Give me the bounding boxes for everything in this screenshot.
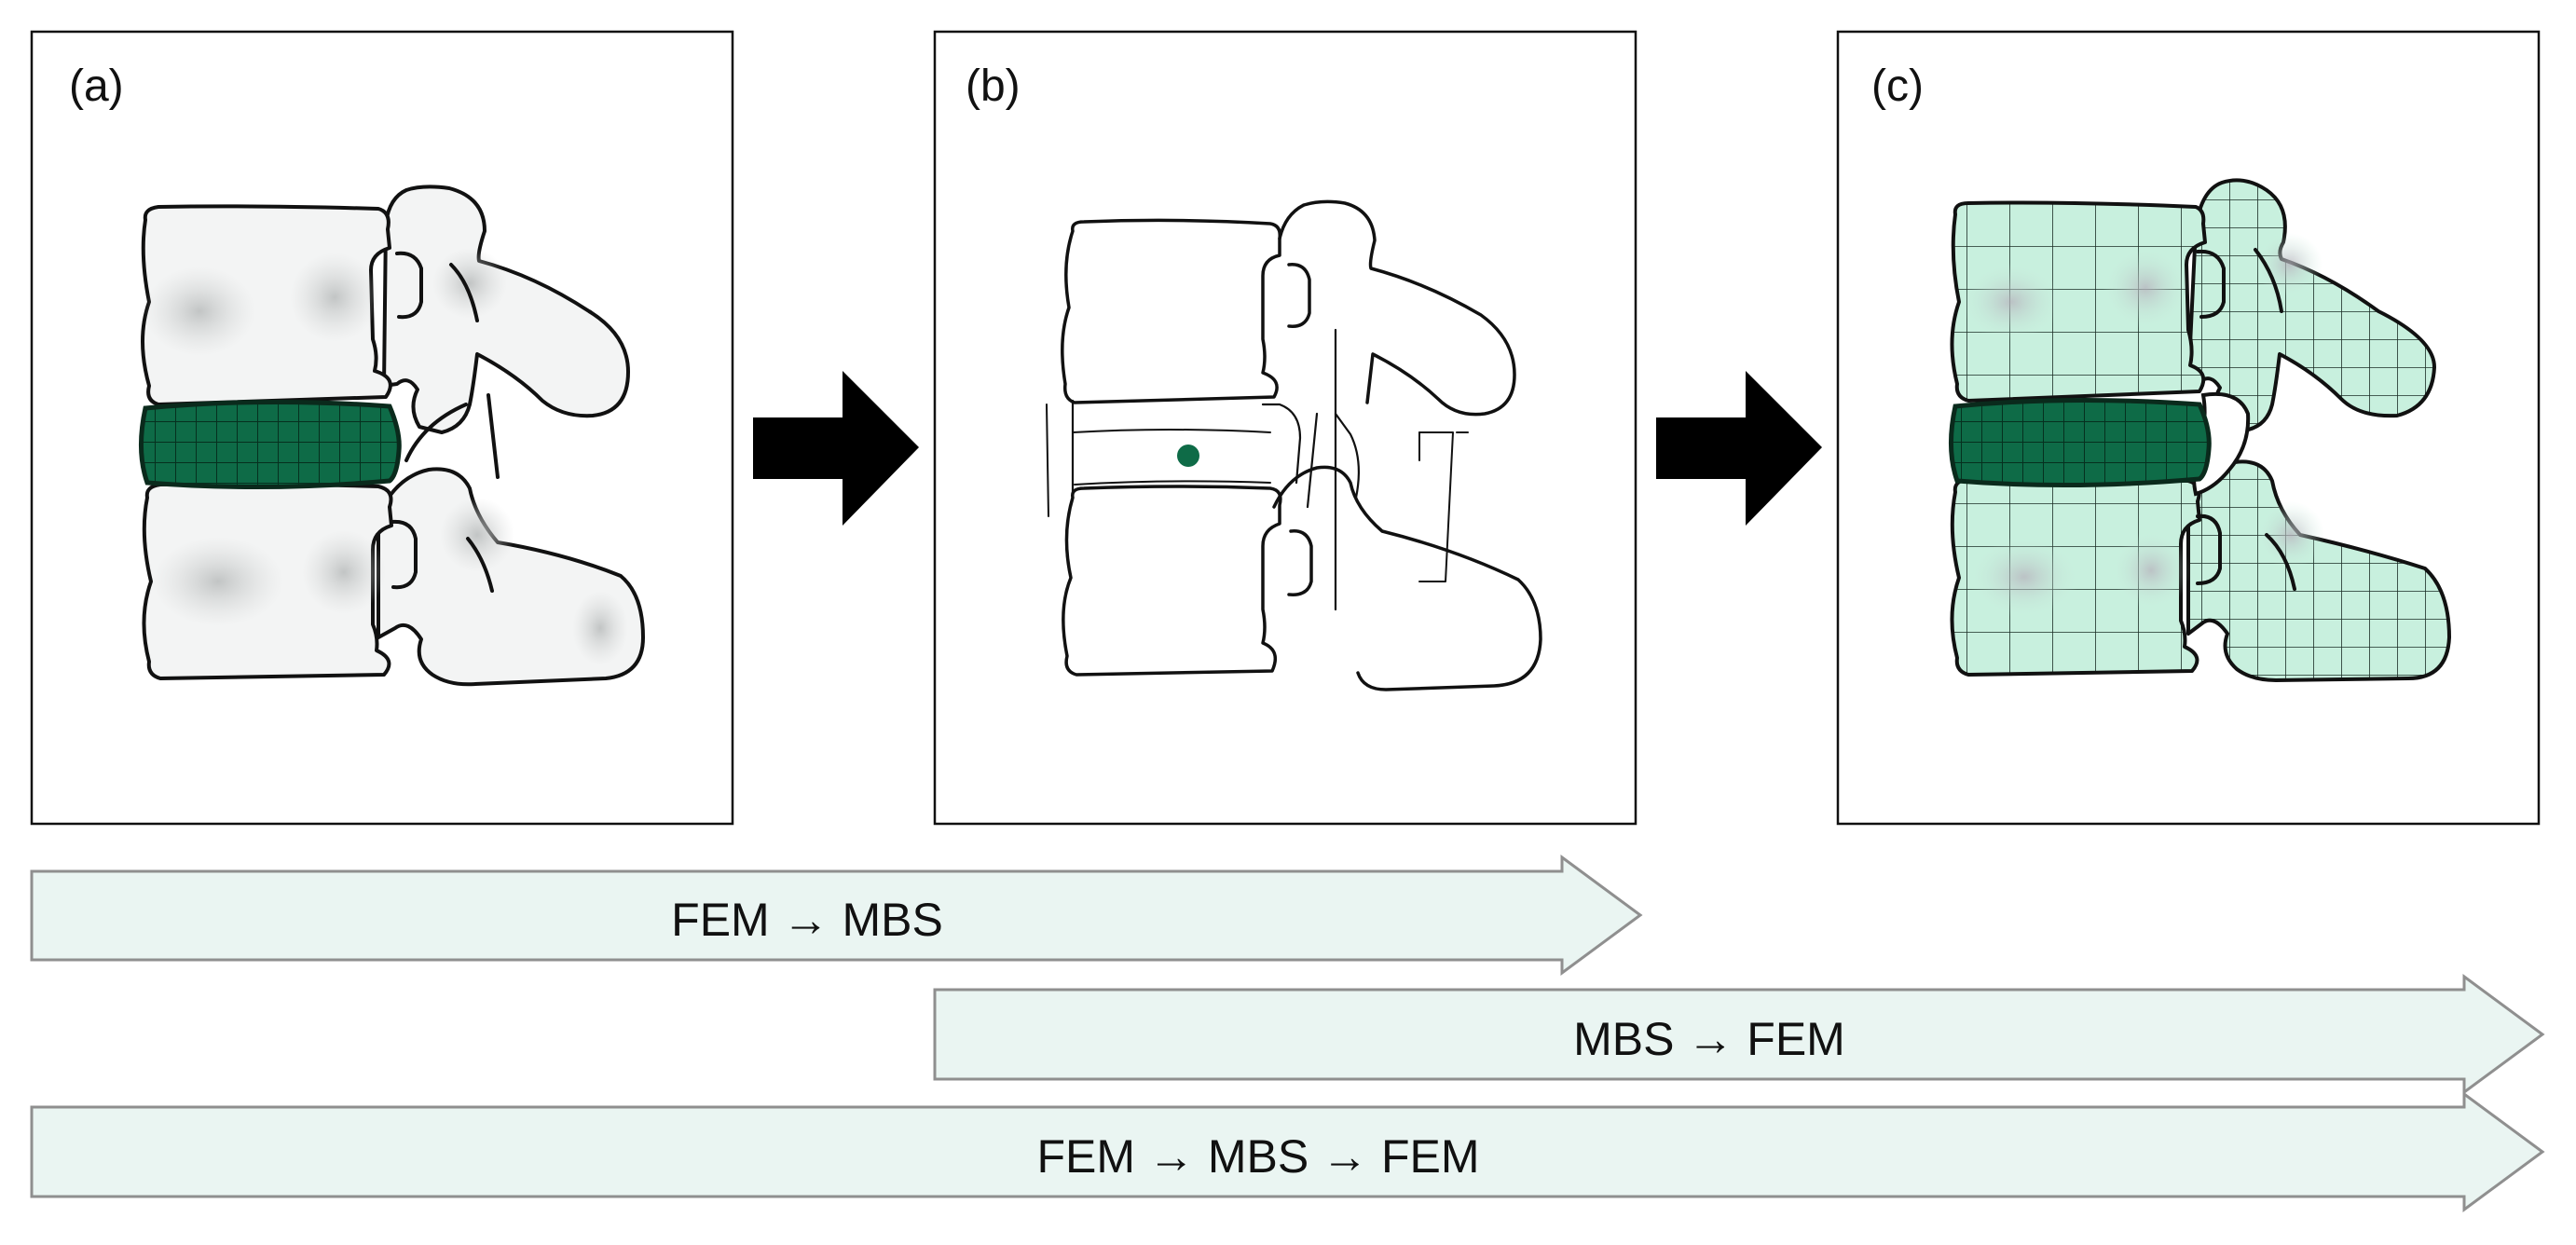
panel-c-meshed-segment [1949,178,2451,682]
panel-b-label: (b) [966,62,1021,111]
workflow-arrow-fem-to-mbs-to-fem [30,1091,2545,1212]
panel-a-spine-segment [139,185,645,687]
arrow-right-icon [753,371,919,526]
bone-shading [1961,233,2324,618]
workflow-arrow-fem-to-mbs [30,855,1643,976]
bone-shading [144,248,628,665]
workflow-arrow-mbs-to-fem [933,974,2545,1095]
workflow-label-mbs-to-fem: MBS → FEM [1573,1013,1845,1065]
panel-b-multibody-segment [1046,199,1542,691]
panel-a-label: (a) [69,62,124,111]
arrow-right-icon [1656,371,1822,526]
workflow-label-fem-to-mbs-to-fem: FEM → MBS → FEM [1037,1130,1480,1183]
intervertebral-disc-mesh [139,399,402,490]
center-of-rotation-point [1177,445,1199,467]
intervertebral-disc-mesh [1949,397,2212,488]
panel-b-frame [933,30,1637,826]
panel-c-label: (c) [1871,62,1924,111]
workflow-label-fem-to-mbs: FEM → MBS [671,894,943,946]
